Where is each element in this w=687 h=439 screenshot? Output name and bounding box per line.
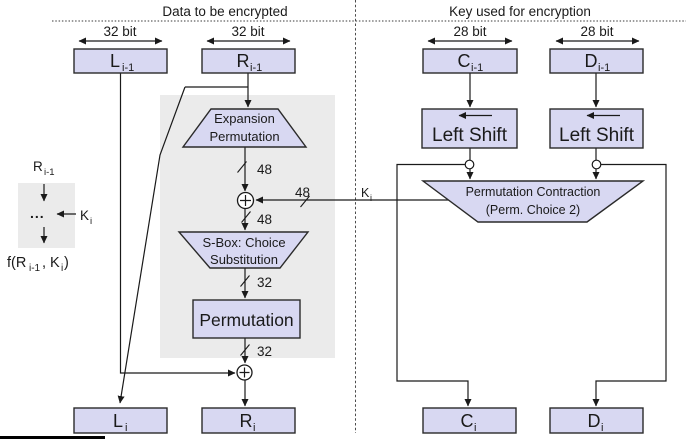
bottom-edge-bar [0, 436, 105, 439]
register-dprev-sub: i-1 [598, 62, 610, 74]
legend-input-label: R [33, 159, 43, 174]
legend-output-sub1: i-1 [29, 263, 41, 274]
sbox-block [177, 231, 310, 269]
width-label-r: 32 bit [231, 24, 264, 39]
bitwidth-tick-48b [300, 195, 310, 208]
permutation-label: Permutation [199, 310, 293, 330]
label-subkey: K [361, 186, 370, 200]
bitwidth-tick-48c [241, 211, 251, 223]
register-dnext-sub: i [601, 422, 603, 434]
wire-lprev-to-xor [119, 73, 236, 377]
legend-key-sub: i [90, 216, 92, 227]
register-dprev-box [549, 48, 644, 74]
branch-node-c-icon [464, 159, 475, 170]
register-lprev-label: L [110, 51, 120, 71]
perm-contraction-block [420, 180, 646, 223]
label-32-sbox-out: 32 [257, 275, 272, 290]
bitwidth-tick-32b [240, 344, 250, 356]
section-header-data: Data to be encrypted [162, 4, 287, 19]
left-shift-1-label: Left Shift [432, 125, 508, 146]
perm-contraction-line2: (Perm. Choice 2) [486, 203, 580, 217]
register-rnext-sub: i [253, 422, 255, 434]
wire-rprev-to-lnext [117, 86, 186, 404]
expansion-line1: Expansion [214, 111, 275, 126]
expansion-line2: Permutation [209, 129, 279, 144]
register-cprev-sub: i-1 [471, 62, 483, 74]
branch-node-d-icon [591, 159, 602, 170]
register-dprev-label: D [585, 51, 598, 71]
legend-output-p1: f(R [7, 255, 26, 271]
register-lprev-box [73, 48, 168, 74]
register-cprev-box [422, 48, 518, 74]
register-rprev-sub: i-1 [250, 62, 262, 74]
label-32-f-out: 32 [257, 344, 272, 359]
legend-input-sub: i-1 [44, 167, 55, 178]
xor-f-input-plus-icon [240, 195, 251, 206]
perm-contraction-line1: Permutation Contraction [466, 185, 601, 199]
legend-key-label: K [80, 208, 89, 223]
label-48-xor-out: 48 [257, 212, 272, 227]
bitwidth-tick-32a [240, 275, 250, 287]
label-48-expansion: 48 [257, 162, 272, 177]
sbox-line2: Substitution [210, 252, 278, 267]
wire-loop-to-cnext [396, 163, 472, 407]
register-dnext-label: D [588, 411, 601, 431]
legend-dots: ... [30, 205, 45, 221]
register-rnext-label: R [240, 411, 253, 431]
register-rprev-box [201, 48, 296, 74]
register-lnext-box [73, 407, 168, 434]
wire-loop-to-dnext [592, 163, 667, 407]
xor-round-output-plus-icon [239, 367, 250, 378]
register-lprev-sub: i-1 [122, 62, 134, 74]
register-lnext-label: L [113, 411, 123, 431]
register-dnext-box [549, 407, 644, 434]
permutation-block [192, 299, 301, 339]
legend-output-sub2: i [61, 263, 63, 274]
legend-output-p3: ) [64, 255, 69, 271]
width-label-l: 32 bit [103, 24, 136, 39]
label-subkey-sub: i [370, 193, 372, 203]
sbox-line1: S-Box: Choice [202, 235, 285, 250]
legend-panel [18, 183, 75, 248]
width-label-c: 28 bit [453, 24, 486, 39]
register-rnext-box [201, 407, 296, 434]
register-cnext-box [422, 407, 517, 434]
register-lnext-sub: i [125, 422, 127, 434]
legend-output-p2: , K [42, 255, 60, 271]
section-header-key: Key used for encryption [449, 4, 591, 19]
register-rprev-label: R [237, 51, 250, 71]
register-cnext-sub: i [474, 422, 476, 434]
bitwidth-tick-48a [237, 161, 247, 173]
register-cnext-label: C [461, 411, 474, 431]
label-48-subkey: 48 [295, 185, 310, 200]
width-label-d: 28 bit [580, 24, 613, 39]
register-cprev-label: C [458, 51, 471, 71]
expansion-permutation-block [181, 108, 308, 148]
left-shift-2-label: Left Shift [559, 125, 635, 146]
